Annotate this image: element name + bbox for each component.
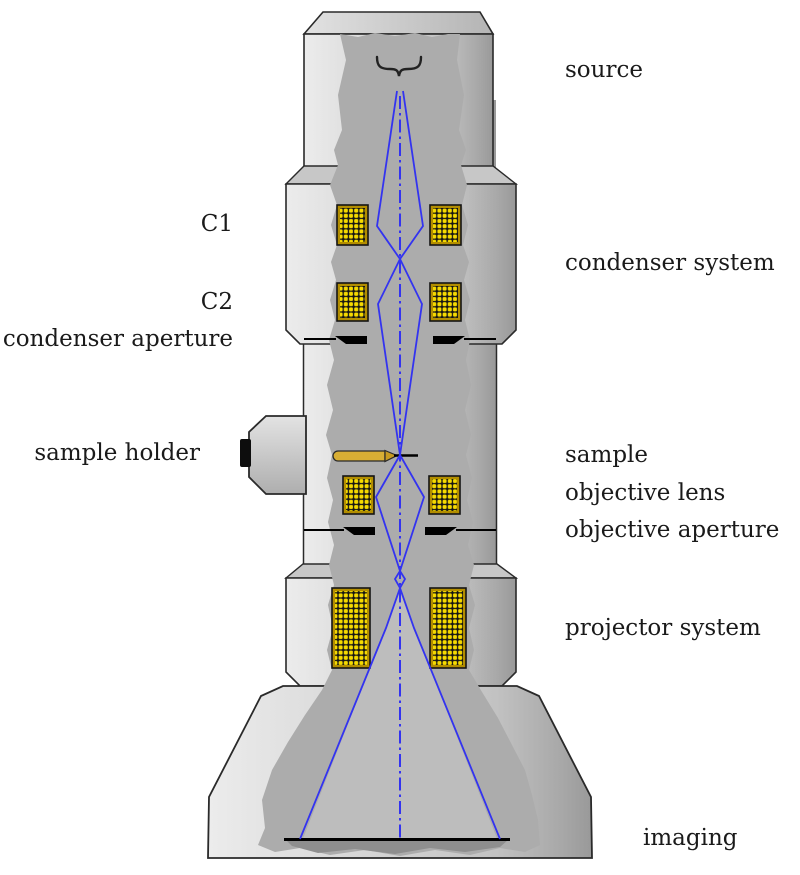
label-condenser-aperture: condenser aperture (2, 326, 233, 352)
label-sample: sample (565, 442, 649, 468)
sample-holder-knob (240, 439, 251, 467)
label-projector-system: projector system (565, 615, 761, 641)
sample-rod (332, 449, 399, 463)
label-source: source (565, 57, 643, 83)
objective-lens-coils (342, 475, 461, 515)
label-imaging: imaging (643, 825, 738, 851)
electron-beam-path (299, 90, 501, 840)
condenser-aperture-blades (304, 336, 496, 344)
label-c2: C2 (200, 289, 233, 315)
label-objective-lens: objective lens (565, 480, 726, 506)
electron-source-filament-icon (375, 55, 423, 77)
label-objective-aperture: objective aperture (565, 517, 780, 543)
projector-lens-coils (331, 587, 467, 669)
source-housing-top-face (302, 11, 495, 35)
c2-lens-coils (336, 282, 462, 322)
label-c1: C1 (200, 211, 233, 237)
c1-lens-coils (336, 204, 462, 246)
objective-aperture-blades (304, 527, 496, 535)
screen-shadow (286, 840, 508, 854)
sample-holder-body (248, 415, 307, 495)
label-sample-holder: sample holder (34, 440, 200, 466)
label-condenser-system: condenser system (565, 250, 775, 276)
